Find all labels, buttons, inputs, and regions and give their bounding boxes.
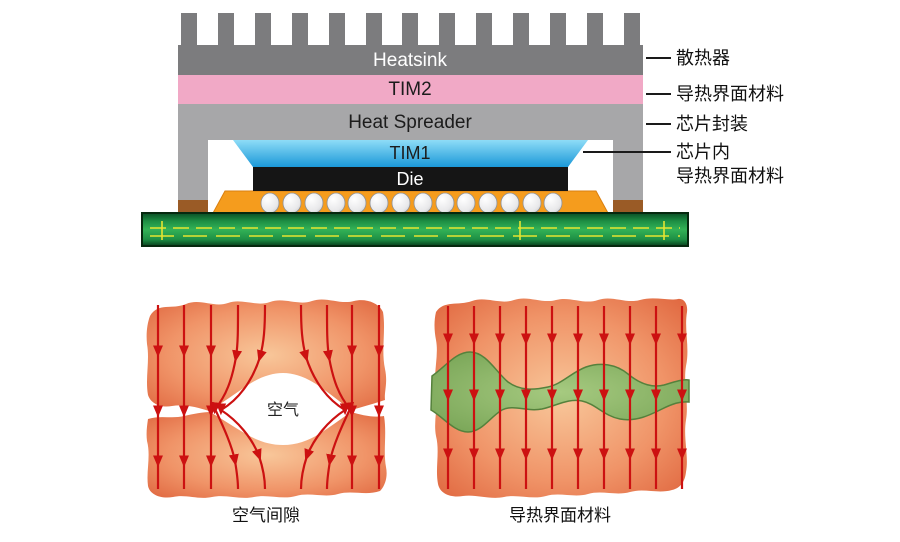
callout-package: 芯片封装: [676, 114, 748, 134]
air-gap-blob-bottom: [146, 412, 387, 498]
air-pocket-label: 空气: [267, 401, 299, 419]
solder-ball: [260, 192, 280, 214]
pcb-board: [141, 212, 689, 247]
die-layer: [253, 167, 568, 191]
callout-tim: 导热界面材料: [676, 84, 784, 104]
callout-leaders: [583, 57, 671, 153]
heatsink-fin: [476, 13, 492, 46]
air-gap-blob-top: [146, 299, 387, 411]
heatsink-fin: [292, 13, 308, 46]
tim1-layer: [233, 140, 588, 167]
heat-flow-lines-left: [152, 304, 385, 490]
heat-spreader-label: Heat Spreader: [348, 112, 472, 133]
solder-ball: [478, 192, 498, 214]
solder-ball: [435, 192, 455, 214]
heatsink-fin: [329, 13, 345, 46]
solder-ball: [282, 192, 302, 214]
caption-tim: 导热界面材料: [509, 506, 611, 525]
caption-air-gap: 空气间隙: [232, 506, 300, 525]
flow-line: [216, 304, 267, 490]
heatsink-fin: [439, 13, 455, 46]
solder-ball: [500, 192, 520, 214]
pcb-traces: [150, 221, 680, 240]
solder-ball: [369, 192, 389, 214]
heat-spreader-leg-left: [178, 140, 208, 200]
heat-flow-lines-right: [442, 306, 688, 489]
sealant-pad-left: [178, 200, 208, 213]
solder-ball: [543, 192, 563, 214]
heatsink-fin: [550, 13, 566, 46]
heatsink-fin: [181, 13, 197, 46]
callout-inchip-line1: 芯片内: [676, 142, 730, 162]
solder-ball: [304, 192, 324, 214]
callout-labels: 散热器 导热界面材料 芯片封装 芯片内 导热界面材料: [676, 48, 784, 186]
solder-ball: [522, 192, 542, 214]
die-label: Die: [396, 169, 423, 189]
solder-ball: [347, 192, 367, 214]
heatsink-fins: [181, 13, 640, 46]
sealant-pads: [178, 200, 643, 213]
heatsink-fin: [218, 13, 234, 46]
solder-ball: [391, 192, 411, 214]
solder-ball: [456, 192, 476, 214]
solder-ball: [413, 192, 433, 214]
heat-spreader-body: [178, 104, 643, 140]
sealant-pad-right: [613, 200, 643, 213]
heatsink-fin: [587, 13, 603, 46]
heatsink-label: Heatsink: [373, 50, 447, 71]
callout-inchip-line2: 导热界面材料: [676, 166, 784, 186]
figure-air-gap: 空气 空气间隙: [146, 299, 387, 525]
heatsink-base: [178, 45, 643, 75]
callout-heatsink: 散热器: [676, 48, 730, 68]
heatsink-fin: [255, 13, 271, 46]
tim1-label: TIM1: [389, 143, 430, 163]
heatsink-fin: [366, 13, 382, 46]
heatsink-fin: [513, 13, 529, 46]
heat-spreader-leg-right: [613, 140, 643, 200]
heatsink-fin: [624, 13, 640, 46]
heatsink-fin: [402, 13, 418, 46]
solder-ball: [326, 192, 346, 214]
flow-line: [210, 304, 243, 490]
tim2-layer: [178, 75, 643, 104]
figure-tim-filled: 导热界面材料: [430, 298, 690, 525]
tim2-label: TIM2: [388, 79, 431, 100]
heat-spreader: [178, 104, 643, 200]
